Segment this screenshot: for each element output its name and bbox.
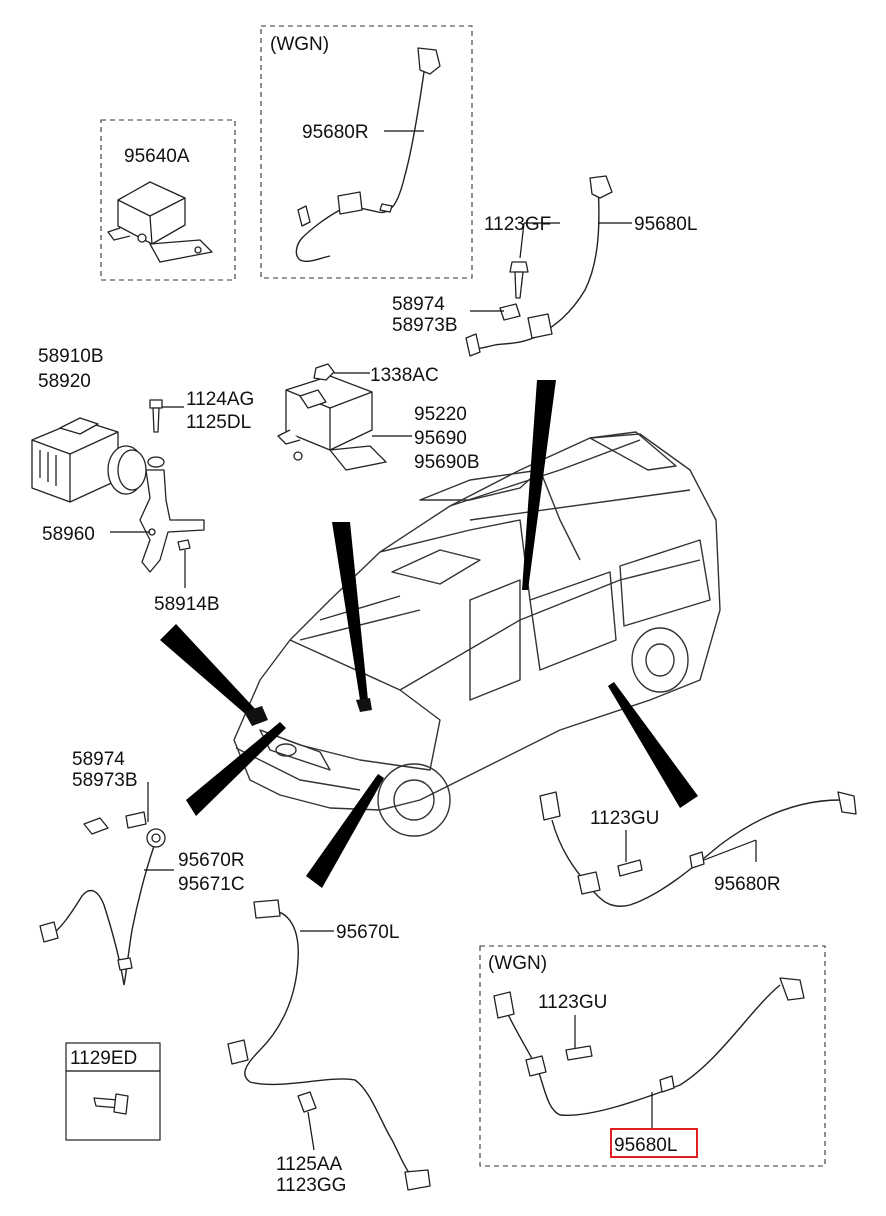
group-box-wgn-bottom (479, 945, 826, 1167)
wheel-sensor-cable-95680l-top (465, 175, 613, 357)
bolt-1125aa (297, 1091, 317, 1113)
group-box-wgn-top (260, 25, 473, 279)
label-95640a: 95640A (124, 146, 190, 167)
label-95680r-top: 95680R (302, 122, 369, 143)
label-1123gf: 1123GF (484, 214, 551, 235)
wheel-sensor-cable-95680l-wgn (493, 977, 805, 1117)
bolt-1123gu-wgn (565, 1045, 593, 1061)
clip-58974-top (499, 303, 521, 321)
bolt-58914b (177, 539, 191, 551)
label-58974-top: 58974 (392, 294, 445, 315)
label-1123gg: 1123GG (276, 1175, 346, 1196)
pointer-wedge-top (522, 380, 556, 590)
label-1338ac: 1338AC (370, 365, 439, 386)
label-1125aa: 1125AA (276, 1154, 343, 1175)
label-58974-mid: 58974 (72, 749, 125, 770)
label-1125dl: 1125DL (186, 412, 251, 433)
nut-1338ac (313, 363, 335, 381)
label-58914b: 58914B (154, 594, 220, 615)
label-95680l-highlight: 95680L (614, 1135, 677, 1156)
yaw-sensor-95640a (107, 181, 213, 263)
bracket-58960 (139, 469, 205, 573)
wheel-sensor-cable-95680r-wgn (295, 47, 441, 263)
wheel-sensor-cable-95680r-rear (539, 791, 857, 907)
pointer-wedge-rear (608, 682, 698, 808)
label-95671c: 95671C (178, 874, 245, 895)
label-1123gu-right: 1123GU (590, 808, 659, 829)
bolt-1124ag (147, 399, 165, 468)
group-box-95640a (100, 119, 236, 281)
group-box-1129ed (65, 1042, 161, 1141)
clip-58974-mid (83, 811, 147, 835)
label-95680r-right: 95680R (714, 874, 781, 895)
label-58910b: 58910B (38, 346, 104, 367)
label-95670r: 95670R (178, 850, 245, 871)
pointer-wedge-hood (332, 522, 368, 700)
label-95690b: 95690B (414, 452, 480, 473)
label-1124ag: 1124AG (186, 389, 254, 410)
control-module-95220 (277, 375, 387, 471)
bolt-1123gu-right (617, 859, 643, 877)
leader-lines (110, 130, 757, 1151)
label-95220: 95220 (414, 404, 467, 425)
bolt-1123gf (509, 261, 529, 299)
vehicle-body-illustration (233, 431, 721, 837)
label-1129ed: 1129ED (70, 1048, 137, 1069)
label-95690: 95690 (414, 428, 467, 449)
wheel-sensor-cable-95670r (39, 828, 166, 986)
bolt-1129ed (93, 1093, 129, 1115)
label-95670l: 95670L (336, 922, 399, 943)
label-95680l-top: 95680L (634, 214, 697, 235)
pointer-wedge-left-upper (160, 624, 258, 718)
label-wgn-top: (WGN) (270, 34, 329, 55)
highlight-box-95680l (610, 1128, 698, 1158)
pointer-wedge-left-lower (186, 722, 286, 816)
abs-hydraulic-unit-58910b (31, 417, 147, 503)
label-58960: 58960 (42, 524, 95, 545)
label-58920: 58920 (38, 371, 91, 392)
label-1123gu-wgn: 1123GU (538, 992, 607, 1013)
wheel-sensor-cable-95670l (227, 899, 431, 1191)
label-58973b-top: 58973B (392, 315, 458, 336)
label-wgn-bottom: (WGN) (488, 953, 547, 974)
label-58973b-mid: 58973B (72, 770, 138, 791)
pointer-wedge-front-wheel (306, 774, 384, 888)
